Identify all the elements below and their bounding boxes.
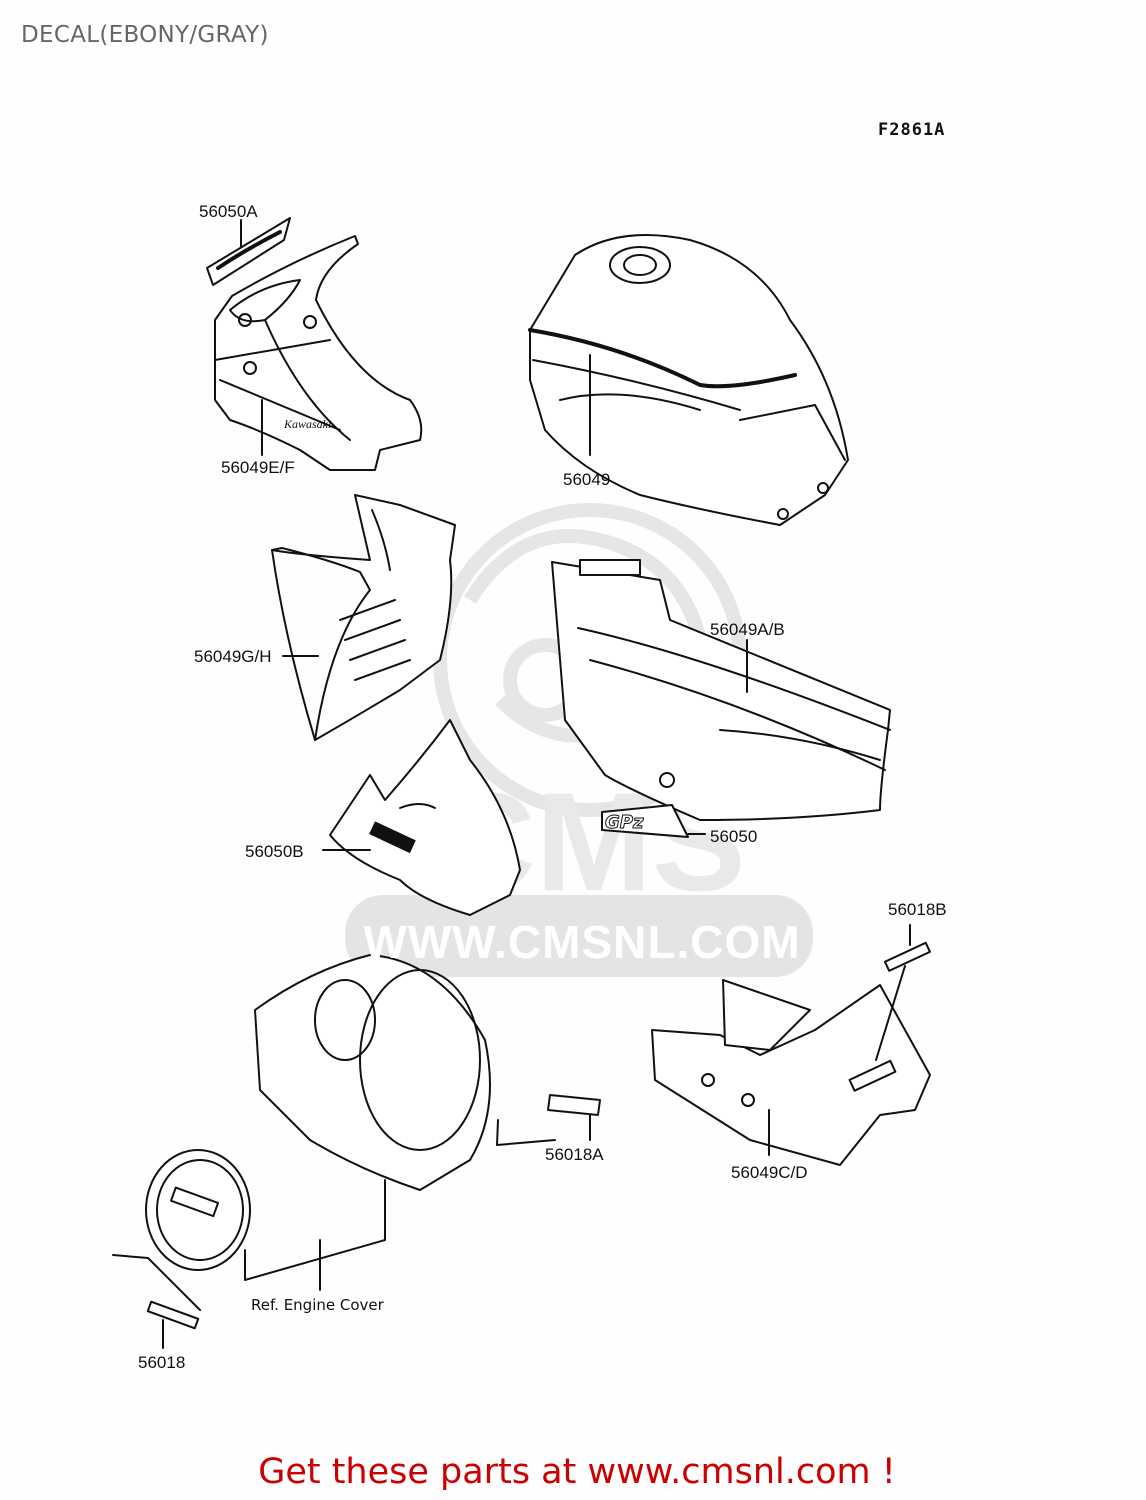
- part-label-56018[interactable]: 56018: [138, 1353, 186, 1372]
- part-label-56049gh[interactable]: 56049G/H: [194, 647, 272, 666]
- figure-code: F2861A: [878, 120, 946, 140]
- part-label-56050[interactable]: 56050: [710, 827, 758, 846]
- part-label-56018a[interactable]: 56018A: [545, 1145, 604, 1164]
- clutch-cover: [112, 1149, 386, 1349]
- engine-cover-ref: [254, 954, 601, 1191]
- side-fairing: [271, 494, 456, 741]
- watermark-bar: [345, 895, 813, 977]
- side-cover: [551, 559, 891, 821]
- footer-promo[interactable]: Get these parts at www.cmsnl.com !: [258, 1452, 896, 1492]
- part-label-56049ef[interactable]: 56049E/F: [221, 458, 295, 477]
- decal-56050-gpz: GPz: [601, 804, 706, 838]
- ref-engine-cover-label: Ref. Engine Cover: [251, 1296, 384, 1314]
- part-label-56049[interactable]: 56049: [563, 470, 611, 489]
- part-label-56049cd[interactable]: 56049C/D: [731, 1163, 808, 1182]
- part-label-56050a[interactable]: 56050A: [199, 202, 258, 221]
- decal-56050a: [206, 217, 291, 286]
- watermark-text: WWW.CMSNL.COM: [363, 916, 801, 968]
- page-title: DECAL(EBONY/GRAY): [21, 22, 269, 48]
- fuel-tank: [528, 234, 849, 526]
- upper-cowl: Kawasaki: [214, 235, 423, 471]
- part-label-56050b[interactable]: 56050B: [245, 842, 304, 861]
- svg-text:Kawasaki: Kawasaki: [283, 417, 331, 431]
- part-label-56018b[interactable]: 56018B: [888, 900, 947, 919]
- tail-cover: [651, 924, 931, 1166]
- lower-fairing: [329, 719, 521, 916]
- svg-text:GPz: GPz: [605, 812, 644, 833]
- part-label-56049ab[interactable]: 56049A/B: [710, 620, 785, 639]
